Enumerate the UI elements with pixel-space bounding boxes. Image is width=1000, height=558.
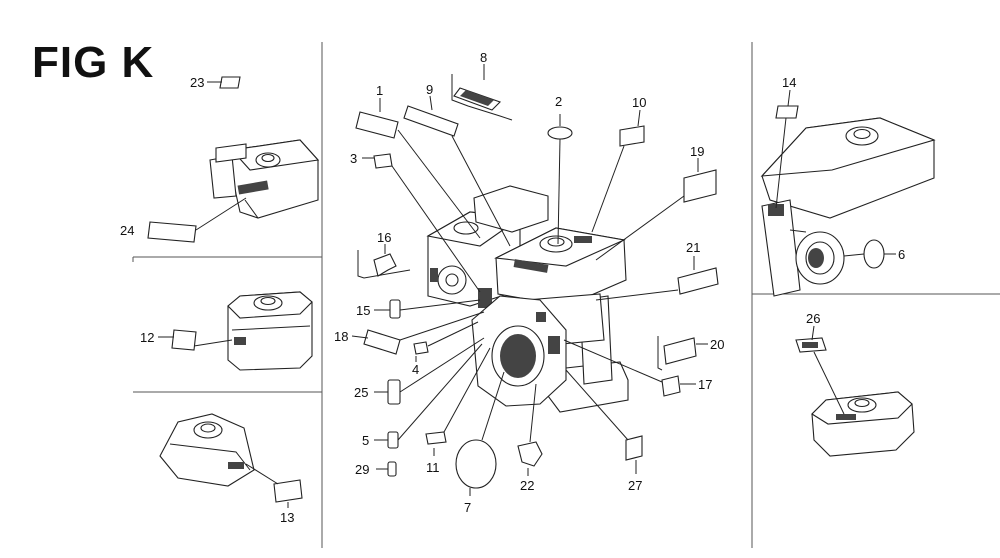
callout-7: 7 xyxy=(464,500,471,515)
callout-5: 5 xyxy=(362,433,369,448)
callout-2: 2 xyxy=(555,94,562,109)
callout-13: 13 xyxy=(280,510,294,525)
label-8 xyxy=(451,64,513,121)
label-4 xyxy=(413,321,479,362)
tank-left-top xyxy=(209,139,320,219)
callout-1: 1 xyxy=(376,83,383,98)
callout-15: 15 xyxy=(356,303,370,318)
callout-19: 19 xyxy=(690,144,704,159)
callout-23: 23 xyxy=(190,75,204,90)
panel-separators xyxy=(132,42,1000,548)
tank-left-bottom xyxy=(159,413,255,487)
label-21 xyxy=(595,256,719,301)
figure-title: FIG K xyxy=(32,38,155,87)
label-26 xyxy=(795,325,845,415)
label-9 xyxy=(403,95,511,247)
label-3 xyxy=(362,153,481,293)
callout-numbers: 23 24 12 13 1 9 8 2 10 19 3 16 21 15 18 … xyxy=(120,50,905,525)
label-11 xyxy=(425,347,491,456)
callout-22: 22 xyxy=(520,478,534,493)
label-13 xyxy=(245,463,303,508)
label-16 xyxy=(357,244,411,279)
label-15 xyxy=(374,299,481,319)
label-23 xyxy=(207,76,241,89)
engine-assembly xyxy=(426,185,629,413)
callout-10: 10 xyxy=(632,95,646,110)
callout-12: 12 xyxy=(140,330,154,345)
callout-9: 9 xyxy=(426,82,433,97)
label-29 xyxy=(376,461,397,477)
label-6 xyxy=(843,239,896,269)
tank-right-bottom xyxy=(811,391,915,457)
callout-14: 14 xyxy=(782,75,796,90)
callout-24: 24 xyxy=(120,223,134,238)
callout-11: 11 xyxy=(426,460,440,475)
label-12 xyxy=(158,329,233,351)
callout-29: 29 xyxy=(355,462,369,477)
callout-26: 26 xyxy=(806,311,820,326)
label-10 xyxy=(591,109,645,233)
callout-17: 17 xyxy=(698,377,712,392)
label-5 xyxy=(374,343,483,449)
label-2 xyxy=(547,114,573,245)
label-25 xyxy=(374,337,485,405)
label-27 xyxy=(565,369,643,474)
tank-right-top xyxy=(760,117,936,297)
tank-left-middle xyxy=(227,291,313,371)
callout-16: 16 xyxy=(377,230,391,245)
callout-21: 21 xyxy=(686,240,700,255)
callout-25: 25 xyxy=(354,385,368,400)
label-7 xyxy=(455,371,505,496)
label-22 xyxy=(517,383,543,476)
label-14 xyxy=(775,89,799,209)
label-1 xyxy=(355,98,481,239)
label-20 xyxy=(657,336,708,371)
label-24 xyxy=(147,197,247,243)
callout-4: 4 xyxy=(412,362,419,377)
label-18 xyxy=(351,311,485,355)
callout-27: 27 xyxy=(628,478,642,493)
callout-3: 3 xyxy=(350,151,357,166)
callout-18: 18 xyxy=(334,329,348,344)
callout-20: 20 xyxy=(710,337,724,352)
callout-6: 6 xyxy=(898,247,905,262)
label-17 xyxy=(563,339,696,397)
label-19 xyxy=(595,158,717,261)
callout-8: 8 xyxy=(480,50,487,65)
